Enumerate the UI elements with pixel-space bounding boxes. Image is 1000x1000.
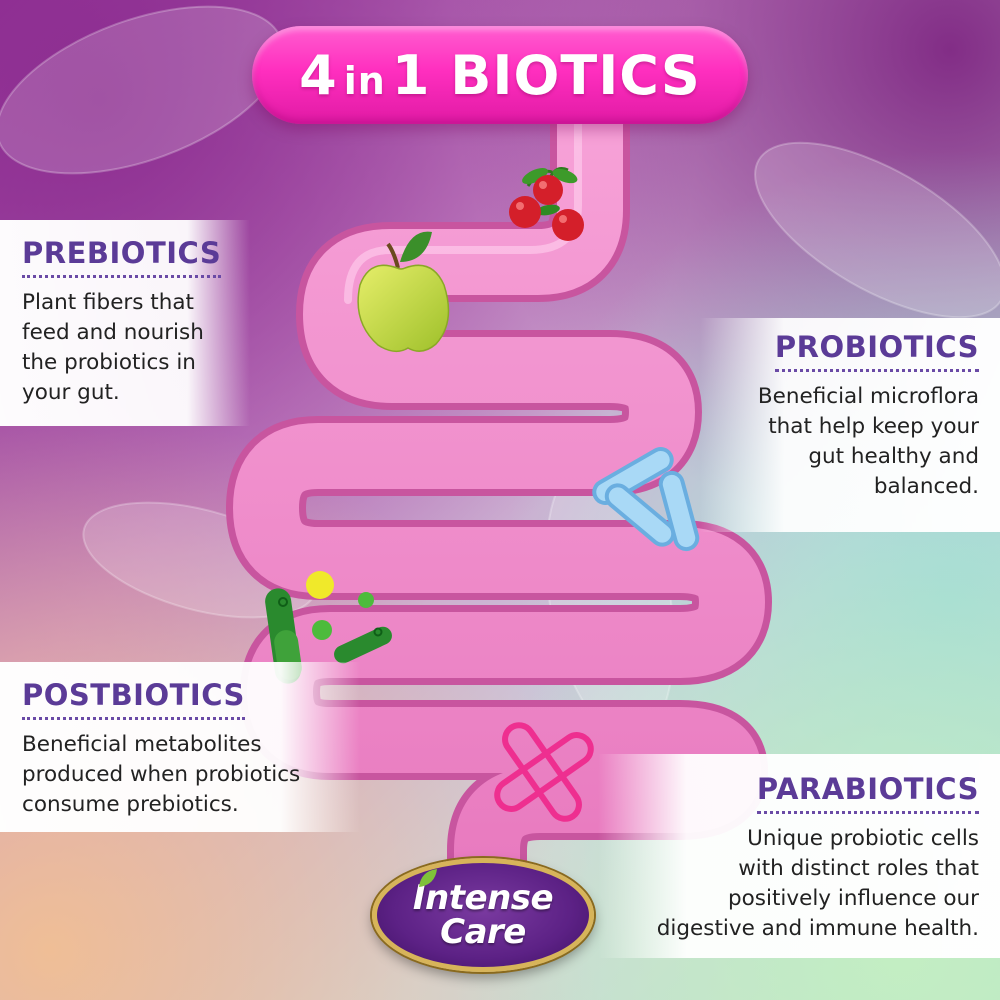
parabiotics-line: positively influence our — [728, 886, 979, 911]
cherry-cluster-icon — [509, 167, 584, 241]
probiotics-description: Beneficial microflora that help keep you… — [699, 382, 979, 502]
brand-logo: Intense Care — [372, 858, 594, 972]
title-connector: in — [343, 58, 386, 103]
postbiotics-line: Beneficial metabolites — [22, 732, 262, 757]
cross-cell-icon — [494, 722, 594, 822]
probiotics-heading: PROBIOTICS — [774, 330, 979, 372]
parabiotics-line: Unique probiotic cells — [747, 826, 979, 851]
title-number: 4 — [299, 43, 338, 107]
prebiotics-line: feed and nourish — [22, 320, 204, 345]
probiotics-line: Beneficial microflora — [757, 384, 979, 409]
prebiotics-description: Plant fibers that feed and nourish the p… — [22, 288, 247, 408]
prebiotics-line: Plant fibers that — [22, 290, 194, 315]
parabiotics-description: Unique probiotic cells with distinct rol… — [599, 824, 979, 944]
logo-line-2: Care — [440, 912, 526, 952]
apple-icon — [357, 231, 450, 353]
parabiotics-heading: PARABIOTICS — [756, 772, 979, 814]
prebiotics-line: the probiotics in — [22, 350, 196, 375]
prebiotics-panel: PREBIOTICS Plant fibers that feed and no… — [0, 220, 250, 426]
title-rest: 1 BIOTICS — [391, 43, 701, 107]
parabiotics-line: with distinct roles that — [738, 856, 979, 881]
leaf-icon — [419, 869, 437, 887]
postbiotics-line: produced when probiotics — [22, 762, 301, 787]
parabiotics-panel: PARABIOTICS Unique probiotic cells with … — [598, 754, 1000, 958]
parabiotics-line: digestive and immune health. — [656, 916, 979, 941]
prebiotics-heading: PREBIOTICS — [22, 236, 222, 278]
postbiotics-description: Beneficial metabolites produced when pro… — [22, 730, 362, 820]
prebiotics-line: your gut. — [22, 380, 120, 405]
bacteria-rods-icon — [592, 447, 700, 552]
probiotics-line: balanced. — [873, 474, 979, 499]
metabolite-cells-icon — [265, 571, 392, 684]
postbiotics-line: consume prebiotics. — [22, 792, 239, 817]
probiotics-line: gut healthy and — [808, 444, 979, 469]
probiotics-line: that help keep your — [768, 414, 979, 439]
probiotics-panel: PROBIOTICS Beneficial microflora that he… — [700, 318, 1000, 532]
postbiotics-panel: POSTBIOTICS Beneficial metabolites produ… — [0, 662, 360, 832]
postbiotics-heading: POSTBIOTICS — [22, 678, 245, 720]
logo-line-1: Intense — [412, 878, 554, 918]
